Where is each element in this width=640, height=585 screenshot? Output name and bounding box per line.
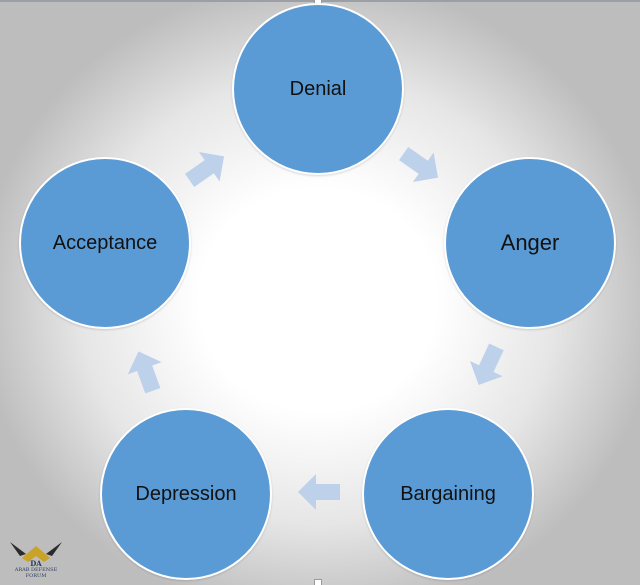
arrow-acceptance-to-denial bbox=[185, 151, 225, 188]
arrow-denial-to-anger bbox=[399, 146, 439, 183]
watermark-text: ARAB DEFENSE FORUM bbox=[14, 567, 58, 579]
node-acceptance[interactable]: Acceptance bbox=[19, 157, 191, 329]
node-label-anger: Anger bbox=[500, 230, 560, 255]
node-bargaining[interactable]: Bargaining bbox=[362, 408, 534, 580]
node-label-denial: Denial bbox=[289, 77, 347, 100]
node-label-depression: Depression bbox=[135, 482, 237, 505]
watermark-initials: DA bbox=[30, 559, 42, 568]
arrow-anger-to-bargaining bbox=[469, 343, 504, 385]
node-denial[interactable]: Denial bbox=[232, 3, 404, 175]
resize-handle-bottom[interactable] bbox=[314, 579, 322, 585]
node-label-acceptance: Acceptance bbox=[52, 231, 158, 254]
node-label-bargaining: Bargaining bbox=[400, 482, 496, 505]
arrow-bargaining-to-depression bbox=[298, 474, 340, 510]
arrow-depression-to-acceptance bbox=[127, 351, 162, 394]
node-depression[interactable]: Depression bbox=[100, 408, 272, 580]
node-anger[interactable]: Anger bbox=[444, 157, 616, 329]
watermark-logo: DA bbox=[10, 542, 62, 568]
